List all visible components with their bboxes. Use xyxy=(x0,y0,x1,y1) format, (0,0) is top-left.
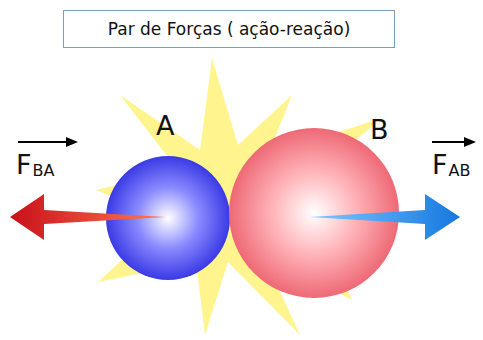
vector-overline-left xyxy=(18,137,78,147)
force-arrow-ab xyxy=(310,194,460,240)
force-subscript: AB xyxy=(449,163,471,179)
body-b xyxy=(229,128,399,298)
title-box: Par de Forças ( ação-reação) xyxy=(63,10,395,48)
body-label: A xyxy=(156,112,174,139)
force-arrow-ba xyxy=(10,194,166,240)
vector-overline-right xyxy=(432,137,476,147)
force-subscript: BA xyxy=(33,163,55,179)
body-label: B xyxy=(370,116,389,143)
force-symbol: F xyxy=(16,151,32,178)
diagram-title: Par de Forças ( ação-reação) xyxy=(108,19,351,39)
force-symbol: F xyxy=(432,151,448,178)
